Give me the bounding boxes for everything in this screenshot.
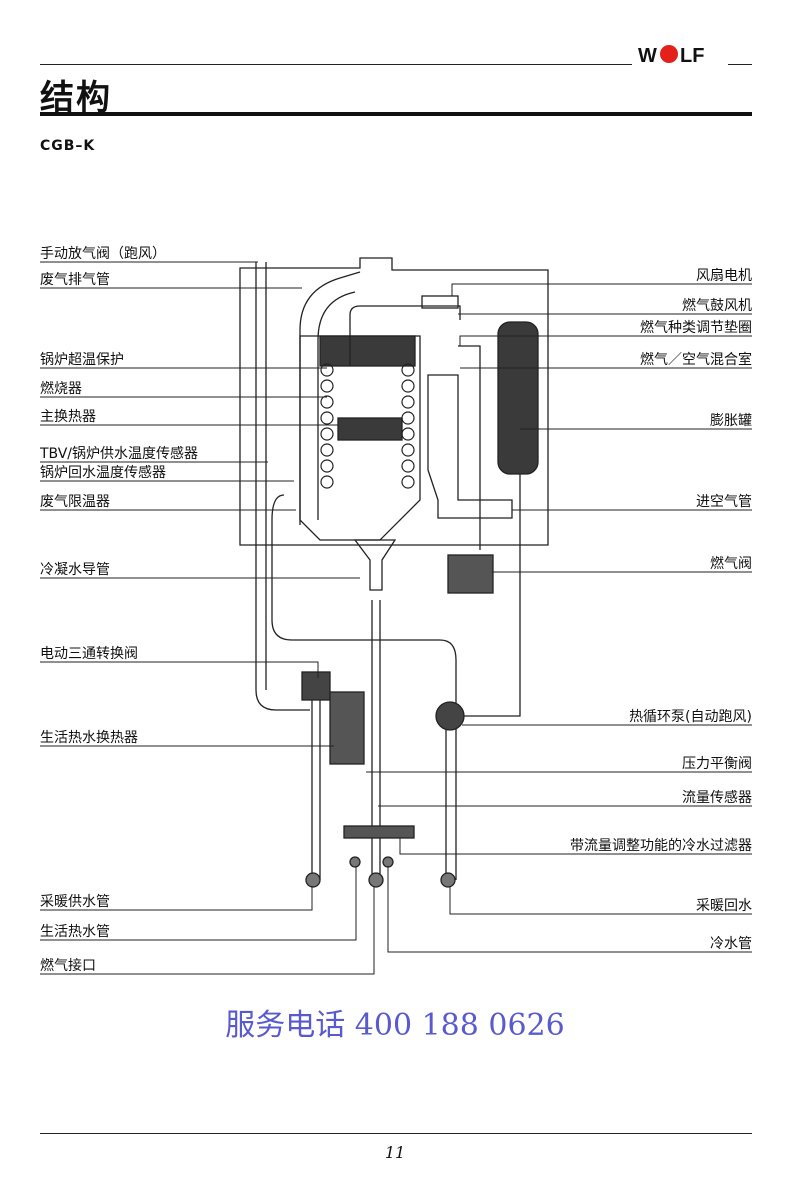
title-rule [40, 112, 752, 116]
footer-rule [40, 1133, 752, 1134]
label-gas-valve: 燃气阀 [710, 556, 752, 572]
label-air-intake: 进空气管 [696, 494, 752, 510]
page-title: 结构 [40, 78, 112, 118]
label-expansion-tank: 膨胀罐 [710, 413, 752, 429]
wolf-logo: W LF [638, 45, 704, 66]
label-gas-type-washer: 燃气种类调节垫圈 [640, 320, 752, 336]
label-cold-water-filter: 带流量调整功能的冷水过滤器 [570, 838, 752, 854]
label-manual-air-vent: 手动放气阀（跑风） [40, 246, 166, 262]
svg-text:LF: LF [680, 45, 704, 66]
label-heating-return: 采暖回水 [696, 898, 752, 914]
label-gas-blower: 燃气鼓风机 [682, 298, 752, 314]
label-cold-water-pipe: 冷水管 [710, 936, 752, 952]
label-overheat-protection: 锅炉超温保护 [40, 352, 124, 368]
label-burner: 燃烧器 [40, 381, 82, 397]
label-circulation-pump: 热循环泵(自动跑风) [629, 709, 752, 725]
label-dhw-heat-exchanger: 生活热水换热器 [40, 730, 138, 746]
page-number: 11 [384, 1143, 406, 1162]
model-name: CGB–K [40, 138, 96, 154]
label-return-temp-sensor: 锅炉回水温度传感器 [40, 465, 166, 481]
service-hotline: 服务电话 400 188 0626 [225, 1008, 565, 1043]
label-gas-connection: 燃气接口 [40, 958, 96, 974]
svg-text:W: W [638, 45, 657, 66]
label-condensate-pipe: 冷凝水导管 [40, 562, 110, 578]
label-heating-supply: 采暖供水管 [40, 894, 110, 910]
label-fan-motor: 风扇电机 [696, 268, 752, 284]
label-supply-temp-sensor: TBV/锅炉供水温度传感器 [40, 446, 199, 462]
header-rule-end [728, 64, 752, 65]
label-three-way-valve: 电动三通转换阀 [40, 646, 138, 662]
label-exhaust-pipe: 废气排气管 [40, 272, 110, 288]
label-mixing-chamber: 燃气／空气混合室 [640, 352, 752, 368]
label-exhaust-temp-limiter: 废气限温器 [40, 494, 110, 510]
label-hot-water-pipe: 生活热水管 [40, 924, 110, 940]
label-pressure-balance-valve: 压力平衡阀 [682, 756, 752, 772]
label-main-heat-exchanger: 主换热器 [40, 409, 96, 425]
header-rule [40, 64, 632, 65]
label-flow-sensor: 流量传感器 [682, 790, 752, 806]
